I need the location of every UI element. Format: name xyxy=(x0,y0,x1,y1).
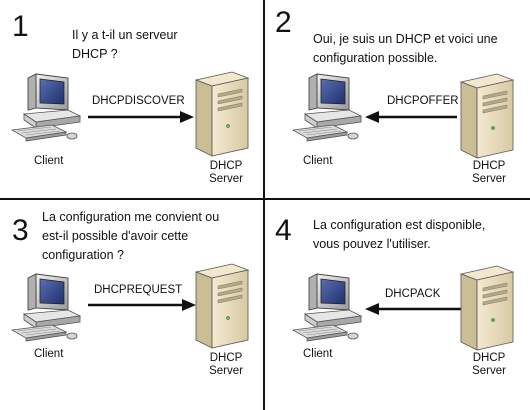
step-message: Il y a t-il un serveur DHCP ? xyxy=(72,28,178,61)
protocol-label: DHCPREQUEST xyxy=(94,284,183,296)
server-icon xyxy=(192,70,252,160)
step-message: La configuration me convient ou est-il p… xyxy=(42,210,220,262)
panel-3-request: 3 La configuration me convient ou est-il… xyxy=(0,200,265,405)
vertical-divider xyxy=(263,0,265,410)
server-icon xyxy=(192,262,252,350)
server-label: DHCP Server xyxy=(472,160,506,185)
panel-4-ack: 4 La configuration est disponible, vous … xyxy=(265,200,530,405)
client-label: Client xyxy=(34,155,64,167)
client-computer-icon xyxy=(287,70,367,150)
client-label: Client xyxy=(303,348,333,360)
server-icon xyxy=(457,264,517,352)
protocol-label: DHCPOFFER xyxy=(387,95,459,107)
arrow-to-server xyxy=(88,110,194,124)
client-computer-icon xyxy=(287,270,367,350)
arrow-to-server xyxy=(88,298,196,312)
panel-2-offer: 2 Oui, je suis un DHCP et voici une conf… xyxy=(265,0,530,205)
client-computer-icon xyxy=(6,70,86,150)
arrow-to-client xyxy=(365,110,457,124)
client-label: Client xyxy=(303,155,333,167)
step-number: 4 xyxy=(275,214,292,247)
step-number: 1 xyxy=(12,10,29,43)
step-message: La configuration est disponible, vous po… xyxy=(313,218,486,251)
server-label: DHCP Server xyxy=(472,352,506,377)
step-message: Oui, je suis un DHCP et voici une config… xyxy=(313,32,498,65)
step-number: 2 xyxy=(275,6,292,39)
protocol-label: DHCPACK xyxy=(385,288,441,300)
panel-1-discover: 1 Il y a t-il un serveur DHCP ? Client D… xyxy=(0,0,265,205)
horizontal-divider xyxy=(0,198,530,200)
protocol-label: DHCPDISCOVER xyxy=(92,95,185,107)
server-label: DHCP Server xyxy=(209,160,243,185)
client-computer-icon xyxy=(6,270,86,350)
arrow-to-client xyxy=(365,302,461,316)
step-number: 3 xyxy=(12,214,29,247)
server-label: DHCP Server xyxy=(209,352,243,377)
client-label: Client xyxy=(34,348,64,360)
server-icon xyxy=(457,72,517,160)
